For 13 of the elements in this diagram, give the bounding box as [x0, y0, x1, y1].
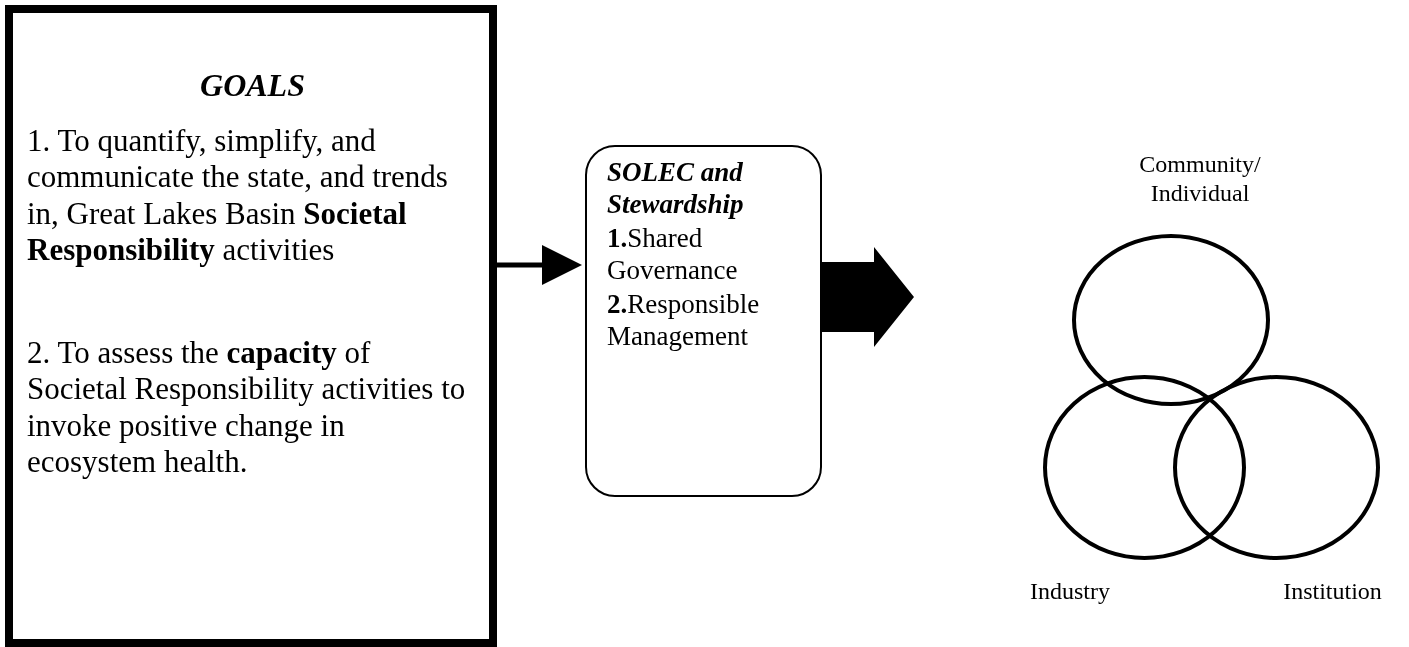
circle-label: Industry — [1029, 577, 1111, 606]
list-item: 2.Responsible Management — [607, 289, 761, 353]
arrow — [497, 245, 582, 285]
circle-label: Institution — [1282, 577, 1383, 606]
goal-text: 1. To quantify, simplify, and communicate the state, and trends in, Great Lakes Basin Societal Responsibility activities — [27, 123, 449, 269]
box-heading: SOLEC and Stewardship — [607, 157, 745, 221]
circle-label: Community/ Individual — [1138, 150, 1262, 208]
list-item: 1.Shared Governance — [607, 223, 739, 287]
goal-text: 2. To assess the capacity of Societal Responsibility activities to invoke positive change in ecosystem health. — [27, 335, 467, 481]
block-arrow — [822, 247, 914, 347]
goals-panel — [5, 5, 497, 647]
rounded-box — [585, 145, 822, 497]
box-heading: GOALS — [199, 67, 306, 105]
